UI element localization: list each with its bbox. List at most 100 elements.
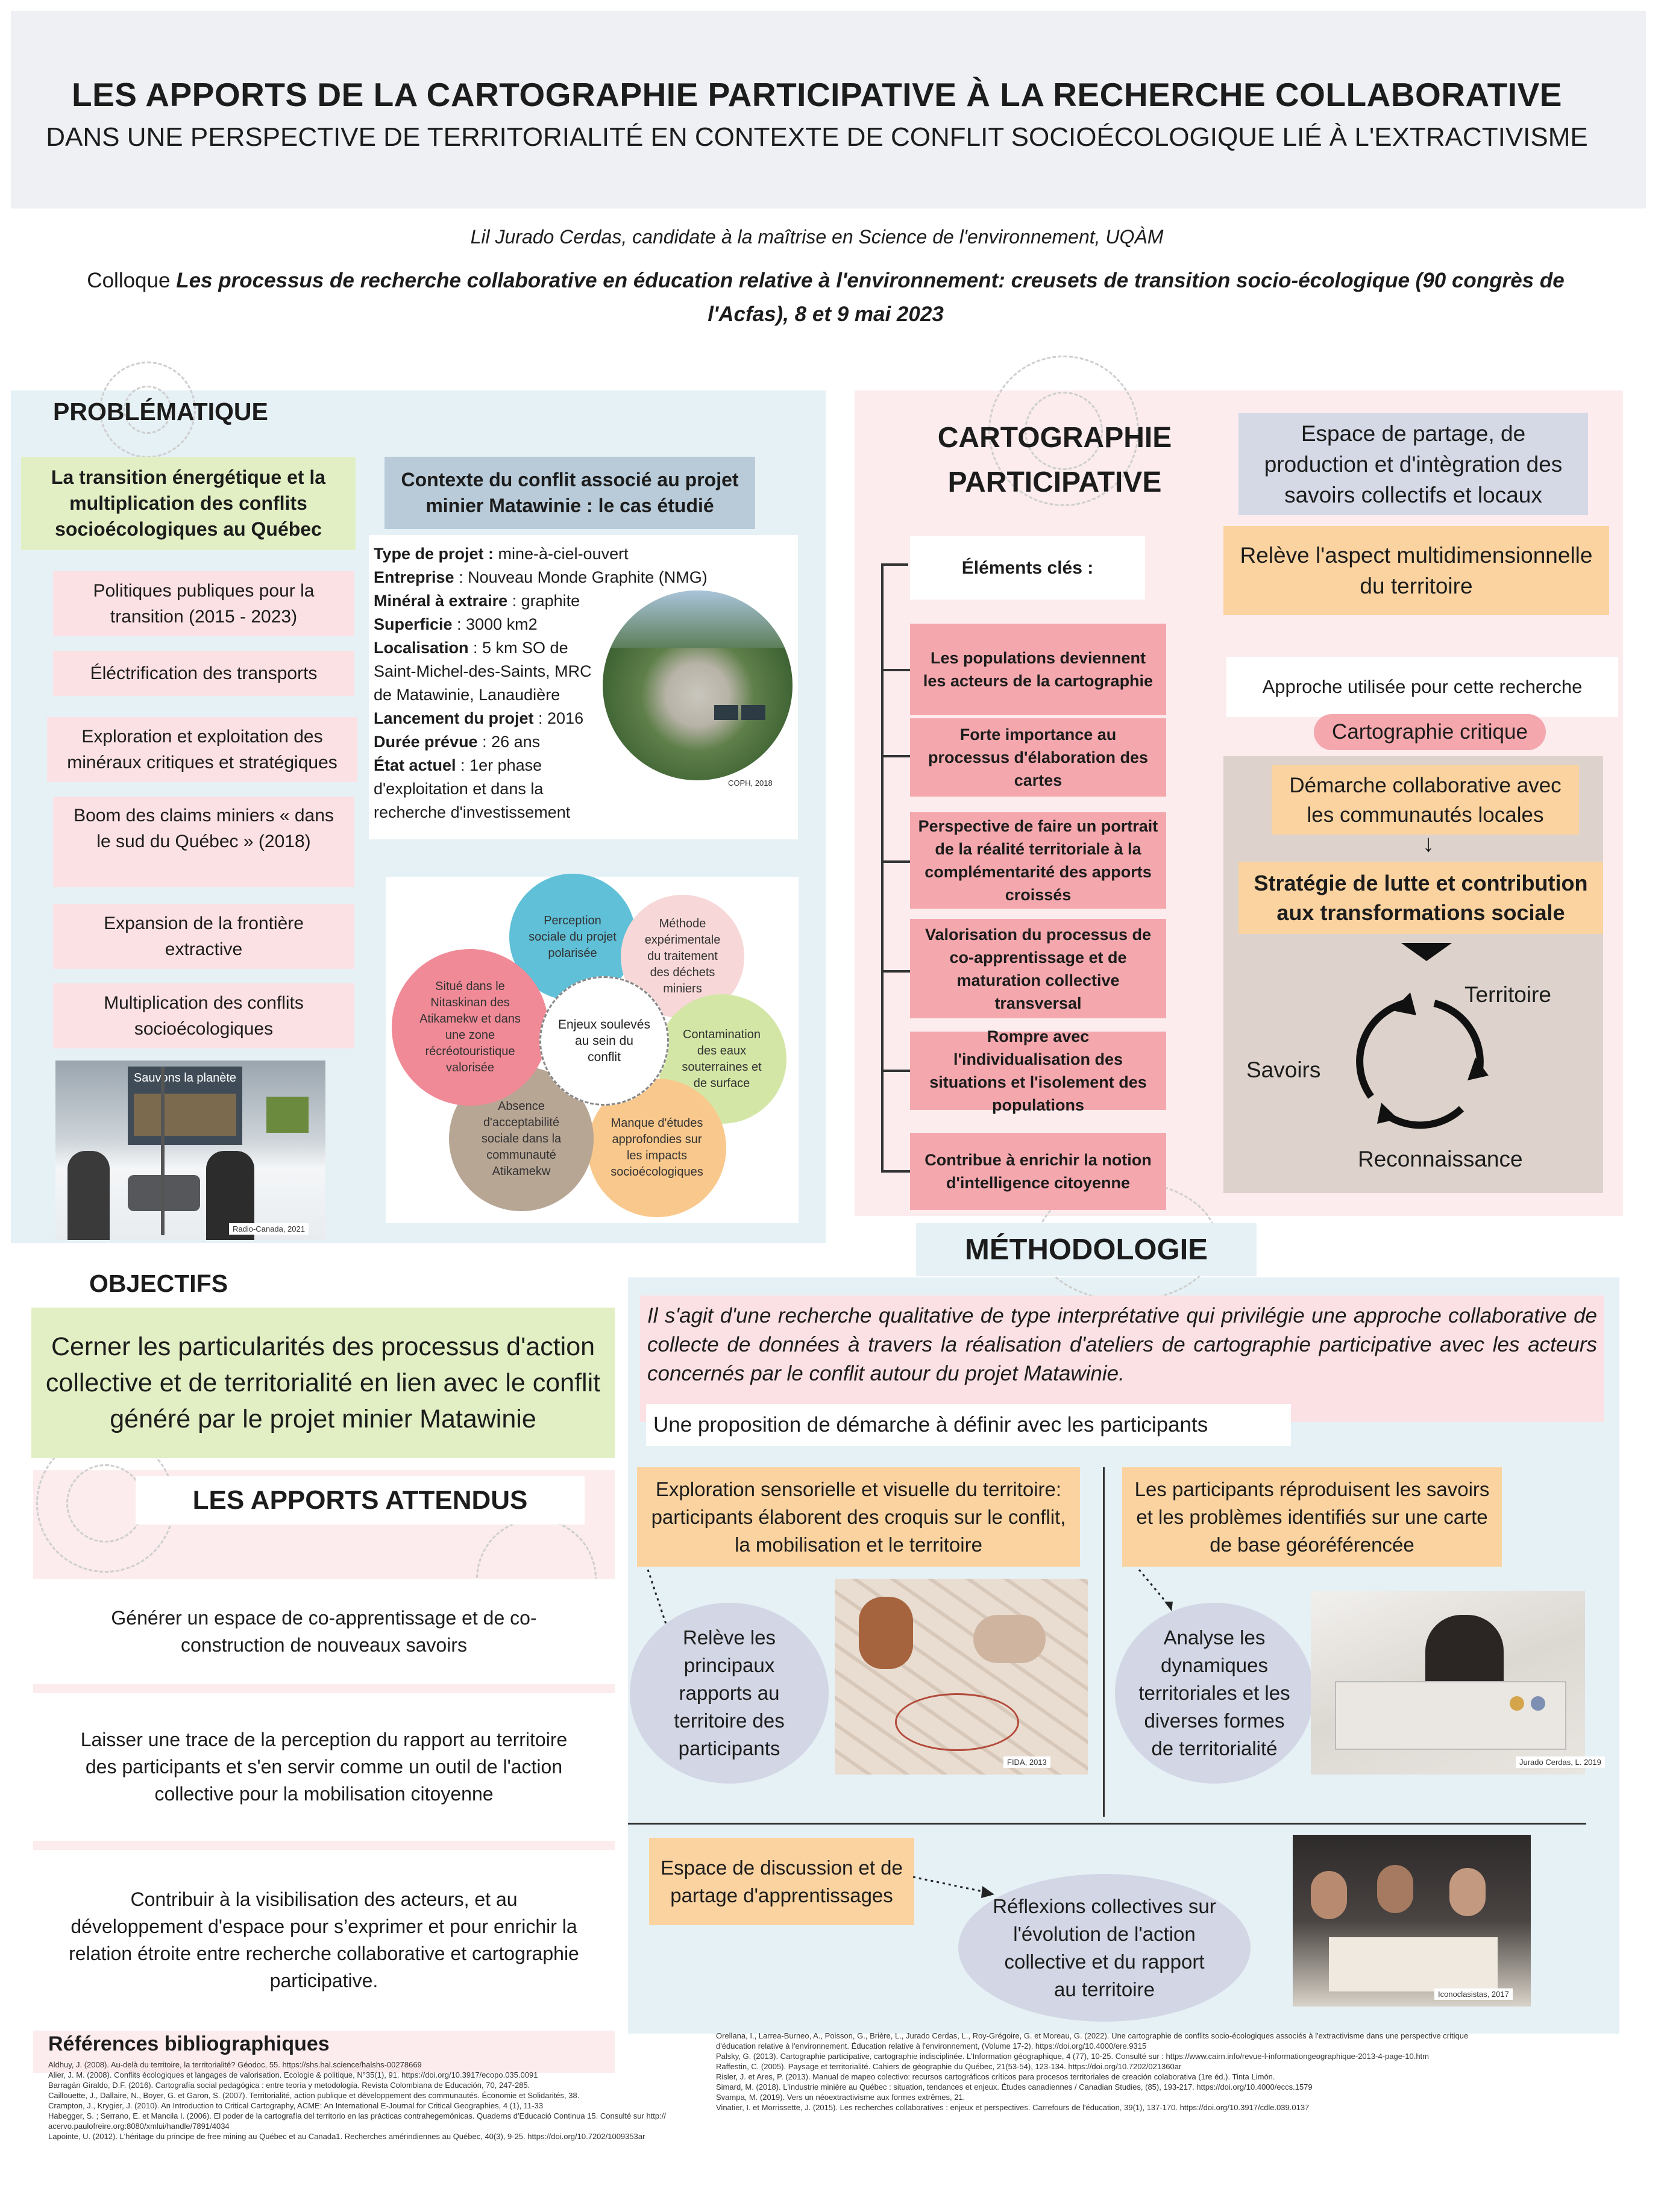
reference-item: Raffestin, C. (2005). Paysage et territo… xyxy=(716,2062,1182,2071)
problematique-item: Éléctrification des transports xyxy=(53,651,354,696)
fact-localisation: Localisation : 5 km SO de Saint-Michel-d… xyxy=(374,639,592,704)
problematique-item: Boom des claims miniers « dans le sud du… xyxy=(53,797,354,887)
demarche-box: Démarche collaborative avec les communau… xyxy=(1272,765,1579,835)
photo-credit: Iconoclasistas, 2017 xyxy=(1434,1988,1513,2000)
step1-box: Exploration sensorielle et visuelle du t… xyxy=(637,1467,1080,1567)
header-banner xyxy=(11,11,1646,208)
workshop-photo-3 xyxy=(1293,1835,1531,2007)
methodologie-intro: Il s'agit d'une recherche qualitative de… xyxy=(640,1296,1604,1422)
reference-item: Aldhuy, J. (2008). Au-delà du territoire… xyxy=(48,2060,422,2069)
element-cle: Rompre avec l'individualisation des situ… xyxy=(910,1027,1166,1114)
workshop-photo-1 xyxy=(835,1579,1088,1775)
reference-item: Risler, J. et Ares, P. (2013). Manual de… xyxy=(716,2072,1275,2081)
apport-item: Laisser une trace de la perception du ra… xyxy=(80,1729,568,1805)
protest-sign: Sauvons la planète xyxy=(128,1067,242,1145)
fact-mineral: Minéral à extraire : graphite xyxy=(374,592,580,610)
objectifs-box: Cerner les particularités des processus … xyxy=(31,1308,615,1458)
cycle-savoirs: Savoirs xyxy=(1246,1057,1321,1082)
reference-item: Caillouette, J., Dallaire, N., Boyer, G.… xyxy=(48,2091,580,2100)
decor-target xyxy=(66,1464,145,1543)
contexte-title: Contexte du conflit associé au projet mi… xyxy=(385,457,755,529)
photo-credit: Jurado Cerdas, L. 2019 xyxy=(1516,1756,1605,1768)
colloque-line: Colloque Les processus de recherche coll… xyxy=(87,269,1565,326)
cycle-reconnaissance: Reconnaissance xyxy=(1358,1147,1523,1171)
reference-item: Palsky, G. (2013). Cartographie particip… xyxy=(716,2052,1429,2061)
poster-title: LES APPORTS DE LA CARTOGRAPHIE PARTICIPA… xyxy=(72,76,1562,113)
reference-item: Barragán Giraldo, D.F. (2016). Cartograf… xyxy=(48,2081,530,2090)
poster-subtitle: DANS UNE PERSPECTIVE DE TERRITORIALITÉ E… xyxy=(46,122,1588,152)
reference-item: Orellana, I., Larrea-Burneo, A., Poisson… xyxy=(716,2031,1469,2051)
down-arrow-icon: ↓ xyxy=(1422,830,1434,857)
reference-item: Vinatier, I. et Morrissette, J. (2015). … xyxy=(716,2103,1310,2112)
fact-superficie: Superficie : 3000 km2 xyxy=(374,615,538,633)
mine-site-photo xyxy=(603,591,793,780)
element-cle: Contribue à enrichir la notion d'intelli… xyxy=(910,1133,1166,1210)
problematique-item: Expansion de la frontière extractive xyxy=(53,904,354,969)
decor-target xyxy=(124,386,172,434)
dotted-arrow-icon xyxy=(1138,1569,1173,1611)
element-cle: Perspective de faire un portrait de la r… xyxy=(910,812,1166,909)
methodologie-title: MÉTHODOLOGIE xyxy=(916,1223,1257,1276)
strategie-box: Stratégie de lutte et contribution aux t… xyxy=(1238,862,1603,934)
apport-item: Contribuir à la visibilisation des acteu… xyxy=(69,1888,579,1991)
decor-target xyxy=(1025,392,1103,470)
reference-item: Svampa, M. (2019). Vers un néoextractivi… xyxy=(716,2093,965,2102)
step2-box: Les participants réproduisent les savoir… xyxy=(1122,1467,1502,1567)
cycle-arrows-icon xyxy=(1356,992,1489,1129)
problematique-item: Multiplication des conflits socioécologi… xyxy=(53,983,354,1048)
approche-label: Approche utilisée pour cette recherche xyxy=(1226,657,1618,717)
reference-item: Alier, J. M. (2008). Conflits écologique… xyxy=(48,2070,538,2079)
references-title: Références bibliographiques xyxy=(48,2032,330,2055)
enjeux-center: Enjeux soulevés au sein du conflit xyxy=(539,976,669,1106)
problematique-title: PROBLÉMATIQUE xyxy=(53,398,268,425)
problematique-item: Exploration et exploitation des minéraux… xyxy=(47,717,357,782)
triangle-marker-icon xyxy=(1401,943,1452,961)
reference-item: Simard, M. (2018). L'industrie minière a… xyxy=(716,2082,1313,2091)
fact-duree: Durée prévue : 26 ans xyxy=(374,733,541,751)
photo-credit: FIDA, 2013 xyxy=(1003,1756,1050,1768)
multidimension-box: Relève l'aspect multidimensionnelle du t… xyxy=(1223,526,1609,615)
apports-title: LES APPORTS ATTENDUS xyxy=(136,1476,585,1524)
contexte-facts: Type de projet : mine-à-ciel-ouvert Entr… xyxy=(374,542,796,824)
problematique-item: Politiques publiques pour la transition … xyxy=(53,571,354,636)
proposition-label: Une proposition de démarche à définir av… xyxy=(646,1404,1291,1446)
oval-dynamiques: Analyse les dynamiques territoriales et … xyxy=(1115,1603,1314,1784)
horizontal-divider xyxy=(628,1823,1586,1825)
references-left: Aldhuy, J. (2008). Au-delà du territoire… xyxy=(48,2060,699,2142)
oval-rapports: Relève les principaux rapports au territ… xyxy=(630,1603,829,1784)
objectifs-title: OBJECTIFS xyxy=(71,1262,246,1305)
step3-box: Espace de discussion et de partage d'app… xyxy=(649,1838,914,1925)
apport-band xyxy=(33,1693,615,1841)
elements-cles-label: Éléments clés : xyxy=(910,536,1145,600)
bracket-line xyxy=(881,563,884,1172)
element-cle: Les populations deviennent les acteurs d… xyxy=(910,624,1166,715)
author-line: Lil Jurado Cerdas, candidate à la maîtri… xyxy=(470,226,1164,248)
enjeu-circle: Situé dans le Nitaskinan des Atikamekw e… xyxy=(392,949,548,1106)
apport-band xyxy=(33,1579,615,1684)
element-cle: Valorisation du processus de co-apprenti… xyxy=(910,919,1166,1018)
cartographie-title: CARTOGRAPHIE PARTICIPATIVE xyxy=(937,422,1172,498)
apport-band xyxy=(33,1850,615,2031)
espace-partage-box: Espace de partage, de production et d'in… xyxy=(1238,413,1588,515)
dotted-arrow-icon xyxy=(912,1876,994,1898)
workshop-photo-2 xyxy=(1311,1591,1585,1775)
oval-reflexions: Réflexions collectives sur l'évolution d… xyxy=(958,1874,1251,2022)
reference-item: Lapointe, U. (2012). L'héritage du princ… xyxy=(48,2132,645,2141)
fact-entreprise: Entreprise : Nouveau Monde Graphite (NMG… xyxy=(374,568,708,586)
element-cle: Forte importance au processus d'élaborat… xyxy=(910,718,1166,797)
reference-item: Crampton, J., Krygier, J. (2010). An Int… xyxy=(48,2101,544,2110)
cartographie-critique-pill: Cartographie critique xyxy=(1314,714,1546,750)
fact-etat: État actuel : 1er phase d'exploitation e… xyxy=(374,756,571,821)
protest-photo: Sauvons la planète xyxy=(55,1061,325,1240)
problematique-main-box: La transition énergétique et la multipli… xyxy=(21,457,356,550)
reference-item: Habegger, S. ; Serrano, E. et Mancila I.… xyxy=(48,2111,666,2131)
fact-type: Type de projet : mine-à-ciel-ouvert xyxy=(374,545,629,563)
photo-credit: COPH, 2018 xyxy=(724,777,776,789)
decor-target xyxy=(988,356,1139,506)
references-right: Orellana, I., Larrea-Burneo, A., Poisson… xyxy=(716,2031,1499,2113)
photo-credit: Radio-Canada, 2021 xyxy=(229,1223,309,1235)
cycle-territoire: Territoire xyxy=(1464,982,1551,1007)
fact-lancement: Lancement du projet : 2016 xyxy=(374,709,584,727)
vertical-divider xyxy=(1103,1467,1105,1817)
apport-item: Générer un espace de co-apprentissage et… xyxy=(111,1606,537,1656)
